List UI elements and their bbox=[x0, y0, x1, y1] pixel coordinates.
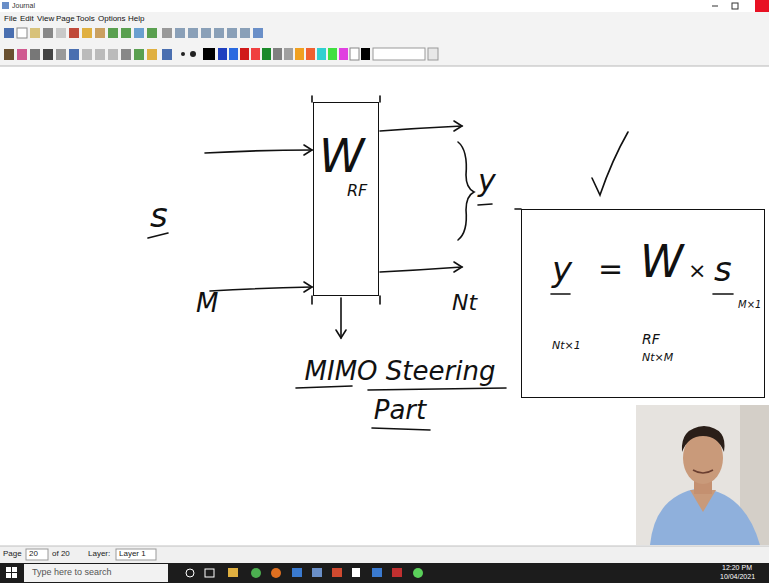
underline bbox=[551, 293, 570, 295]
layer-field bbox=[116, 549, 156, 560]
search-box bbox=[24, 564, 168, 582]
ui-label: 20 bbox=[29, 550, 38, 558]
toolbar-border bbox=[0, 66, 769, 67]
box-stroke bbox=[379, 296, 381, 304]
node-text: RF bbox=[642, 332, 660, 346]
maximize-icon bbox=[732, 3, 738, 9]
ui-label: Tools bbox=[76, 15, 95, 23]
ui-label: Type here to search bbox=[32, 568, 112, 577]
ui-label: of 20 bbox=[52, 550, 70, 558]
box-stroke bbox=[379, 96, 381, 102]
input-arrow bbox=[205, 150, 312, 153]
taskbar bbox=[0, 563, 769, 583]
ui-label: Layer 1 bbox=[119, 550, 146, 558]
close-button bbox=[755, 0, 769, 12]
toolbar-area bbox=[0, 12, 769, 66]
ui-label: Journal bbox=[12, 2, 35, 9]
arrow-head bbox=[336, 330, 346, 338]
underline bbox=[372, 428, 430, 430]
handwritten-label: MIMO Steering Part bbox=[280, 352, 520, 430]
windows-logo bbox=[6, 567, 17, 578]
arrow-head bbox=[304, 145, 312, 155]
box-stroke bbox=[311, 296, 313, 304]
node-text: RF bbox=[347, 183, 367, 199]
underline bbox=[148, 233, 168, 238]
output-arrow bbox=[380, 267, 462, 272]
ui-label: View bbox=[37, 15, 54, 23]
ui-label: Page bbox=[3, 550, 22, 558]
node-text: Nt×M bbox=[642, 352, 673, 363]
taskbar-icons bbox=[186, 568, 423, 578]
brace bbox=[458, 142, 474, 240]
handwritten-label: s bbox=[150, 198, 168, 232]
handwritten-label: Nt bbox=[452, 292, 477, 314]
minimize-icon bbox=[712, 6, 718, 7]
status-border bbox=[0, 546, 769, 547]
page-field bbox=[26, 549, 48, 560]
output-arrow bbox=[380, 126, 462, 131]
node-text: s bbox=[714, 252, 732, 286]
title-bar bbox=[0, 0, 769, 12]
handwritten-label: M bbox=[196, 290, 218, 316]
matrix-block: W RF bbox=[313, 102, 379, 296]
arrow-head bbox=[454, 262, 462, 272]
toolbar-icons bbox=[4, 28, 438, 60]
down-arrow bbox=[340, 298, 342, 338]
ui-label: Help bbox=[128, 15, 144, 23]
equation-box: y = W× sNt×1 RF Nt×M M×1 bbox=[521, 209, 765, 398]
arrow-head bbox=[454, 121, 462, 131]
status-bar bbox=[0, 546, 769, 563]
app-icon bbox=[2, 2, 9, 9]
ui-label: Page bbox=[56, 15, 75, 23]
underline bbox=[368, 388, 506, 390]
input-arrow bbox=[210, 287, 312, 291]
webcam-overlay bbox=[636, 405, 769, 545]
underline bbox=[478, 204, 492, 205]
node-text: = bbox=[598, 254, 623, 284]
node-text: y bbox=[552, 252, 572, 286]
node-text: × bbox=[688, 260, 706, 282]
node-text: W bbox=[640, 240, 684, 284]
underline bbox=[296, 386, 352, 388]
node-text: W bbox=[319, 133, 364, 179]
ui-label: Options bbox=[98, 15, 126, 23]
ui-label: 12:20 PM bbox=[722, 564, 752, 571]
underline bbox=[713, 293, 733, 295]
handwritten-label: y bbox=[478, 166, 496, 196]
ui-label: 10/04/2021 bbox=[720, 573, 755, 580]
checkmark bbox=[592, 132, 628, 195]
ui-label: File bbox=[4, 15, 17, 23]
node-text: Nt×1 bbox=[552, 340, 581, 351]
node-text: M×1 bbox=[738, 300, 761, 310]
ui-label: Edit bbox=[20, 15, 34, 23]
handwriting bbox=[148, 96, 733, 430]
ui-label: Layer: bbox=[88, 550, 110, 558]
arrow-head bbox=[304, 282, 312, 292]
